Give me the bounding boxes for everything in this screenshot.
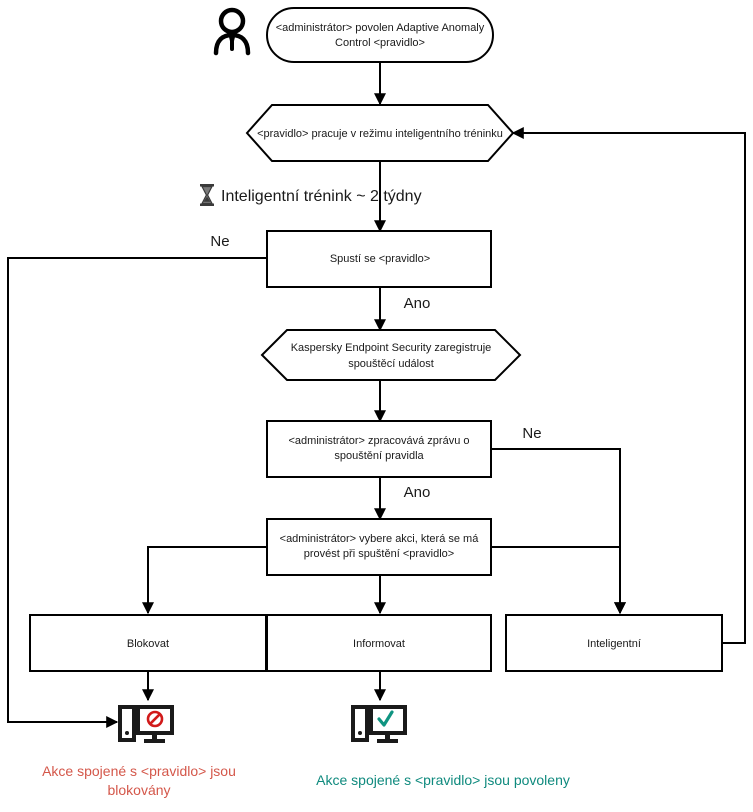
node-action-informovat[interactable]: Informovat [266, 614, 492, 672]
node-start[interactable]: <administrátor> povolen Adaptive Anomaly… [266, 7, 494, 63]
node-action-blokovat-label: Blokovat [127, 638, 169, 650]
node-admin-processes-line2: spouštění pravidla [334, 450, 424, 462]
node-admin-processes-line1: <administrátor> zpracovává zprávu o [289, 435, 470, 447]
node-kes-line2: spouštěcí událost [348, 358, 434, 370]
edge-label-no-triggered: Ne [210, 233, 229, 250]
node-rule-triggered-label: Spustí se <pravidlo> [330, 253, 430, 265]
edge-processes-no-to-smart [491, 448, 626, 615]
edge-label-no-processes: Ne [522, 425, 541, 442]
node-action-blokovat[interactable]: Blokovat [29, 614, 267, 672]
outcome-blocked-line2: blokovány [107, 782, 170, 798]
node-kes-line1: Kaspersky Endpoint Security zaregistruje [291, 342, 492, 354]
edge-smart-loopback-to-training [511, 127, 746, 644]
edge-selects-to-smart [491, 546, 626, 615]
node-admin-processes[interactable]: <administrátor> zpracovává zprávu o spou… [266, 420, 492, 478]
node-admin-selects[interactable]: <administrátor> vybere akci, která se má… [266, 518, 492, 576]
person-icon [213, 7, 251, 56]
edge-selects-to-block [142, 546, 267, 615]
node-admin-selects-line1: <administrátor> vybere akci, která se má [280, 533, 480, 545]
outcome-allowed-line1: Akce spojené s <pravidlo> jsou povoleny [316, 772, 570, 788]
node-smart-training-label: <pravidlo> pracuje v režimu inteligentní… [257, 128, 503, 140]
computer-allowed-icon [351, 705, 407, 743]
node-action-informovat-label: Informovat [353, 638, 405, 650]
hourglass-icon [200, 184, 214, 206]
node-rule-triggered[interactable]: Spustí se <pravidlo> [266, 230, 492, 288]
edge-label-yes-processes: Ano [404, 484, 431, 501]
node-start-line1: <administrátor> povolen Adaptive Anomaly [276, 22, 485, 34]
node-kes-registers[interactable]: Kaspersky Endpoint Security zaregistruje… [260, 329, 522, 381]
computer-blocked-icon [118, 705, 174, 743]
node-start-line2: Control <pravidlo> [335, 37, 425, 49]
node-action-inteligentni-label: Inteligentní [587, 638, 641, 650]
node-action-inteligentni[interactable]: Inteligentní [505, 614, 723, 672]
node-admin-selects-line2: provést při spuštění <pravidlo> [304, 548, 454, 560]
edge-triggered-no-to-blocked [7, 257, 267, 728]
edge-label-yes-triggered: Ano [404, 295, 431, 312]
training-timer-label: Inteligentní trénink ~ 2 týdny [221, 188, 422, 205]
outcome-blocked-line1: Akce spojené s <pravidlo> jsou [42, 763, 236, 779]
node-smart-training-mode[interactable]: <pravidlo> pracuje v režimu inteligentní… [245, 104, 515, 162]
